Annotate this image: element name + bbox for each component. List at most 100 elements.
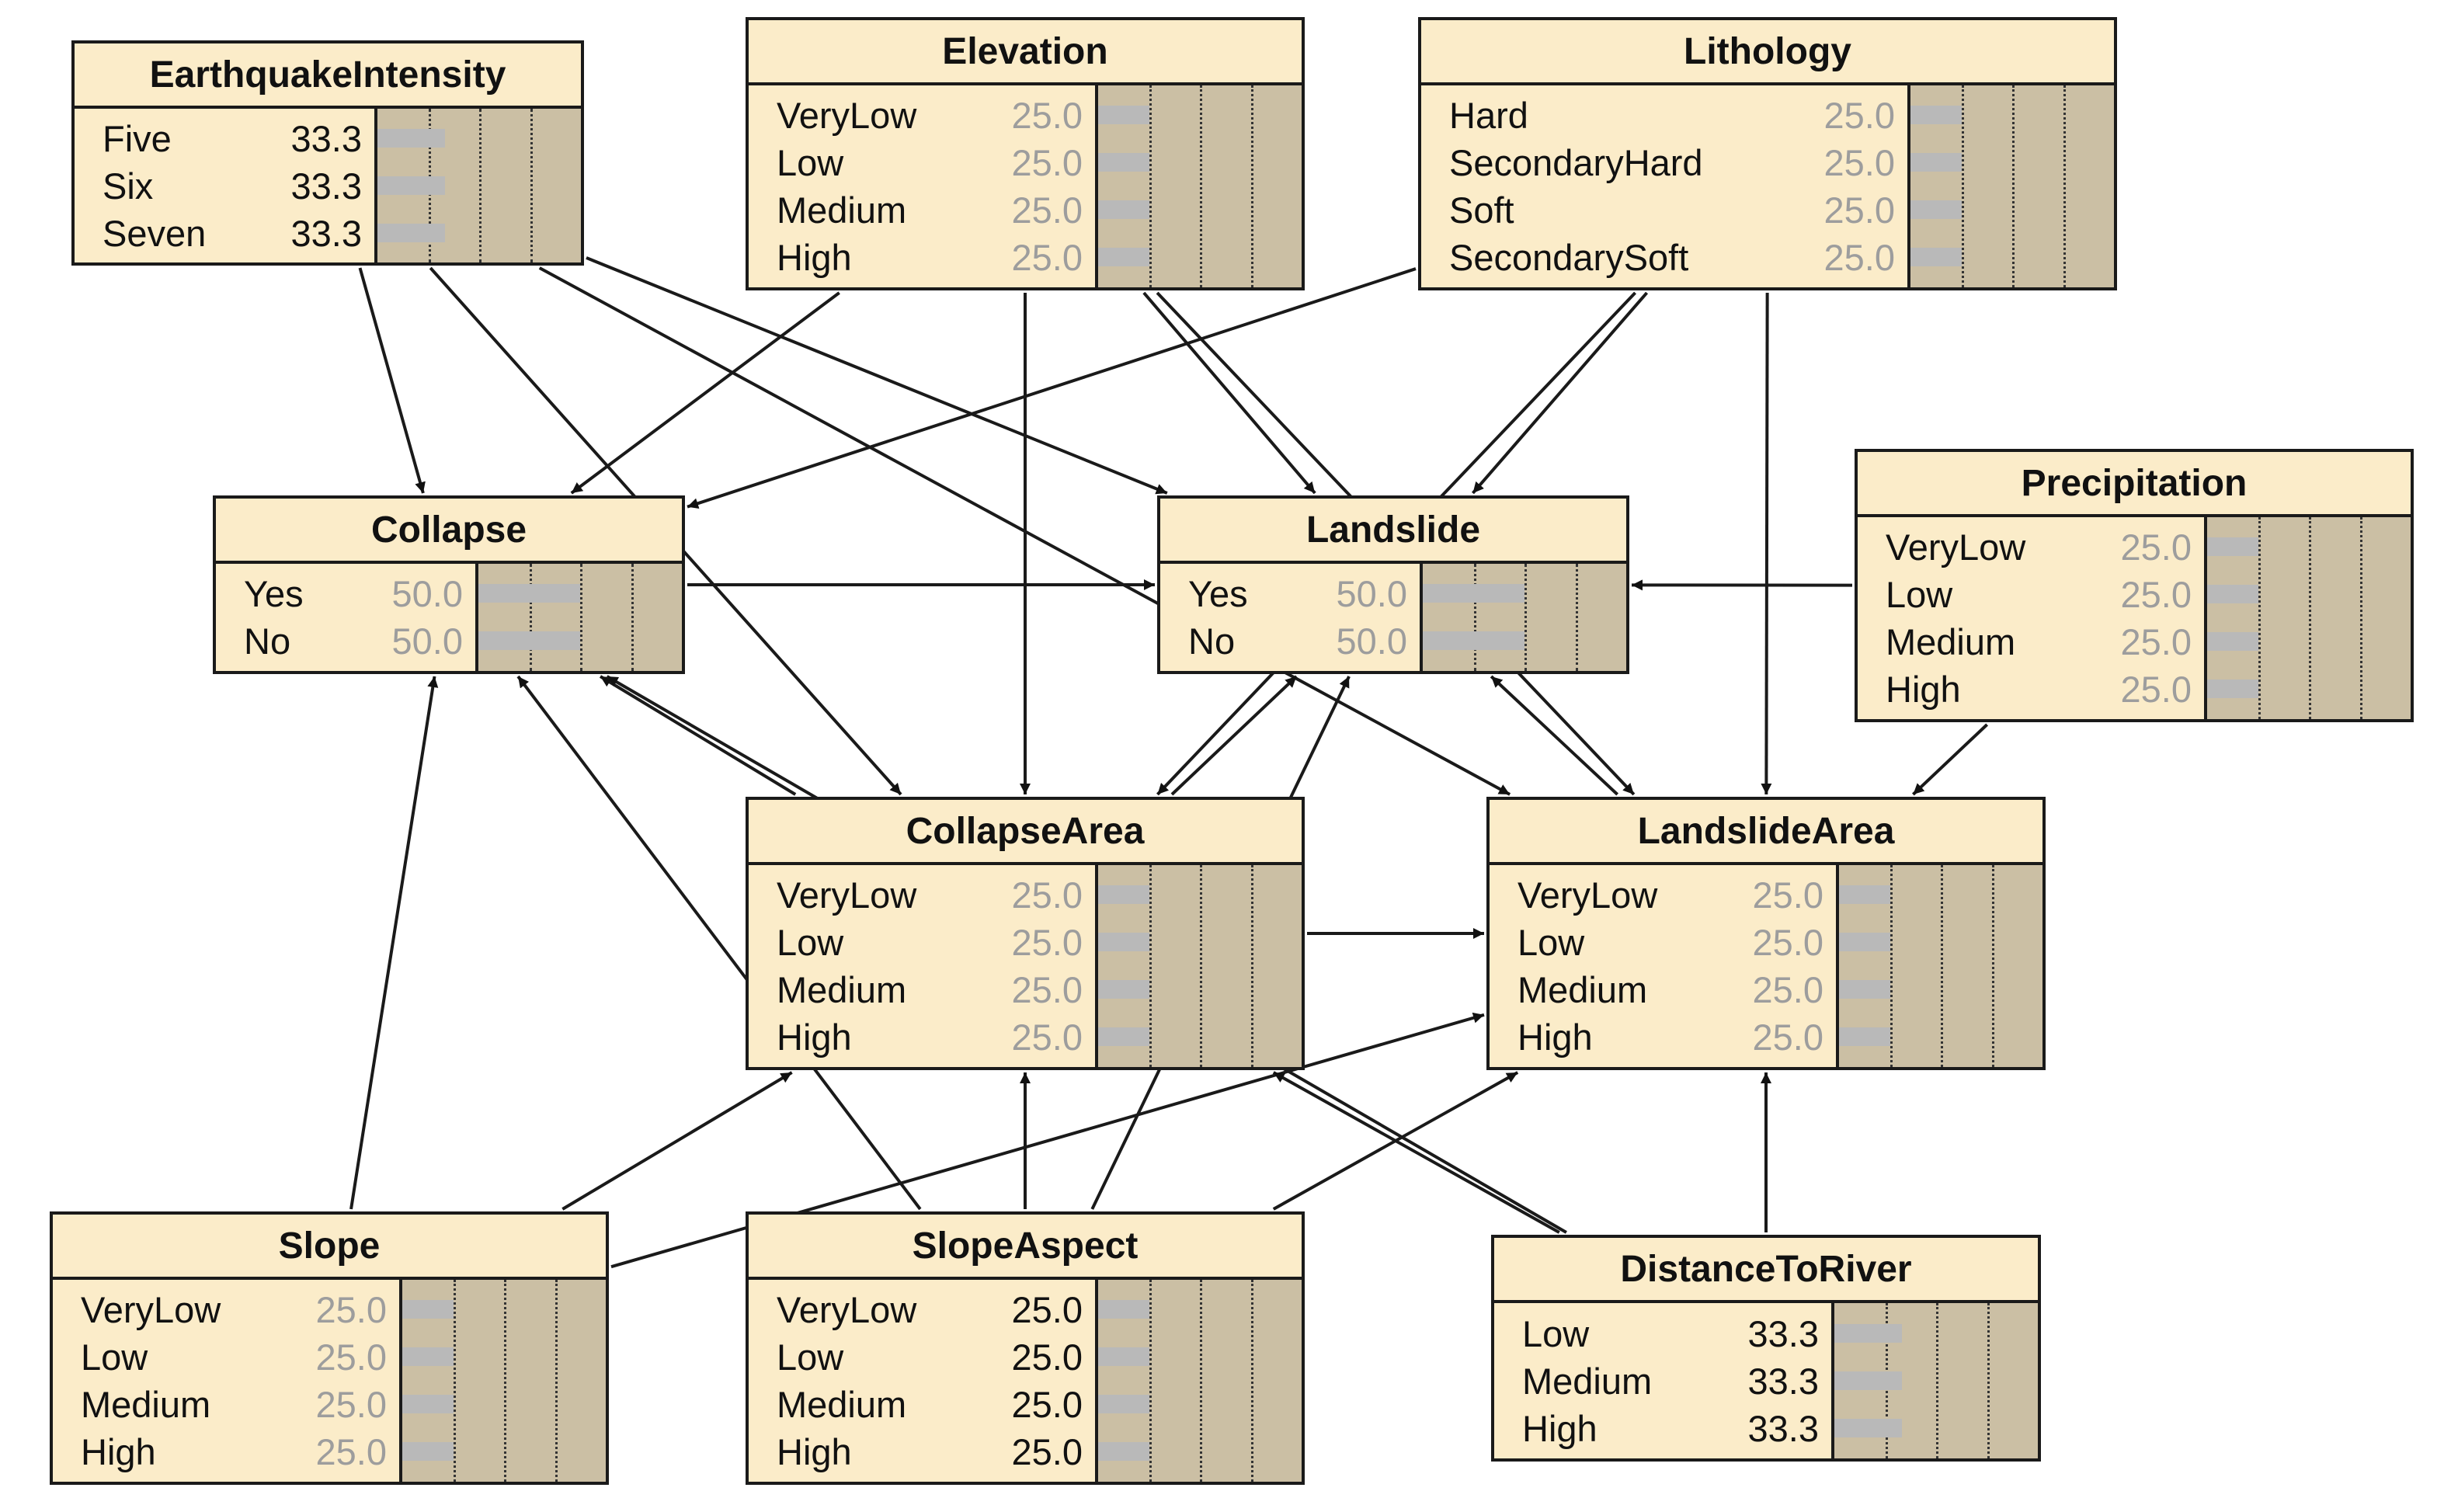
state-label: High [1522,1407,1597,1449]
state-probability: 25.0 [1823,142,1895,183]
state-label: Low [1886,574,1953,615]
bar-row [1098,871,1302,919]
bar-row [2207,523,2411,571]
state-probability: 25.0 [1823,237,1895,278]
state-probability: 25.0 [1011,237,1083,278]
state-label: Yes [1188,573,1248,614]
probability-bar [377,223,446,242]
bar-row [1098,1286,1302,1333]
state-probability: 50.0 [1336,573,1407,614]
belief-bars [1095,85,1302,287]
bar-gridline [1941,865,1943,1067]
state-label: VeryLow [777,874,917,916]
belief-bars [1095,865,1302,1067]
edge-precipitation-to-landslide-area [1912,723,1988,796]
state-probability: 25.0 [1011,142,1083,183]
bar-row [1839,966,2042,1013]
belief-bars [1831,1303,2038,1458]
state-label: VeryLow [777,95,917,136]
bar-row [377,210,581,257]
bar-row [1910,139,2114,186]
state-label: Low [777,142,844,183]
probability-bar [2207,585,2258,603]
state-probability: 25.0 [1011,922,1083,963]
bar-gridline [2063,85,2066,287]
edge-elevation-to-landslide [1142,291,1316,495]
belief-bars [1907,85,2114,287]
probability-bar [1098,248,1149,266]
probability-bar [1098,153,1149,172]
state-probability: 25.0 [1752,1017,1823,1058]
state-probability: 25.0 [1752,969,1823,1010]
bar-gridline [1200,1280,1202,1482]
probability-bar [1839,933,1890,951]
state-row[interactable]: Yes 50.0 [1188,570,1407,617]
state-probability: 25.0 [1823,95,1895,136]
state-probability: 25.0 [315,1384,387,1425]
belief-bars [475,564,682,671]
probability-bar [1910,200,1962,219]
state-label: No [1188,620,1236,662]
state-label: High [81,1431,156,1472]
bar-gridline [580,564,582,671]
state-row[interactable]: Low 25.0 [777,139,1083,186]
probability-bar [1098,106,1149,124]
node-title: Slope [53,1215,606,1280]
state-probability: 50.0 [391,573,463,614]
bar-gridline [479,109,481,262]
probability-bar [1098,885,1149,904]
